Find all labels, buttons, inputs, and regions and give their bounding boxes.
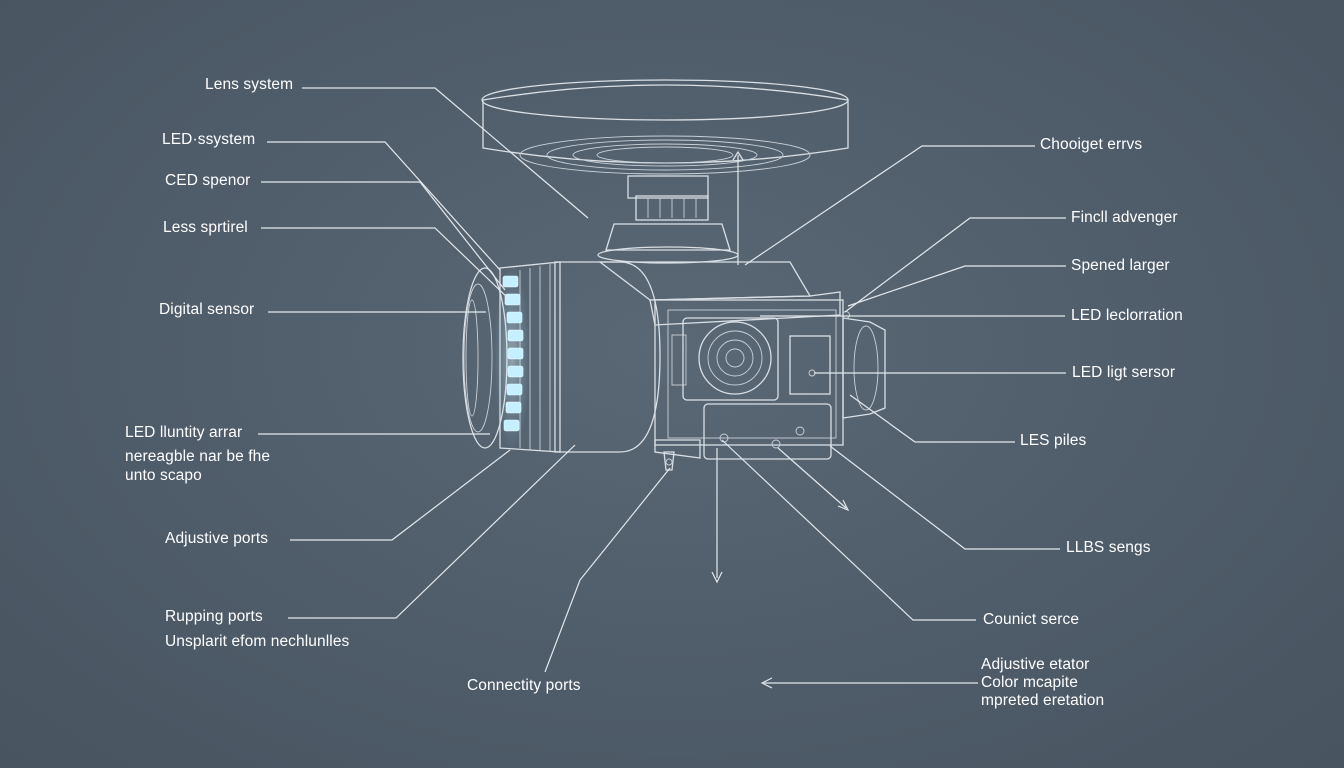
label-adjustive-etator-3: mpreted eretation (981, 692, 1105, 709)
body-lens (671, 317, 779, 401)
label-counict-serce: Counict serce (983, 611, 1080, 628)
label-ced-spenor: CED spenor (165, 172, 251, 189)
label-led-leclorration: LED leclorration (1071, 307, 1183, 324)
label-adjustive-ports: Adjustive ports (165, 530, 269, 547)
label-connectity-ports: Connectity ports (467, 677, 581, 694)
label-lens-system: Lens system (205, 76, 294, 93)
neck (597, 175, 739, 264)
center-arrows (711, 150, 978, 689)
label-les-piles: LES piles (1020, 432, 1087, 449)
label-adjustive-etator-1: Adjustive etator (981, 656, 1090, 673)
label-spened-larger: Spened larger (1071, 257, 1170, 274)
label-rupping-ports: Rupping ports (165, 608, 263, 625)
label-nereagble-line-1: nereagble nar be fhe (125, 448, 271, 465)
camera-body (598, 261, 844, 446)
bottom-panel (654, 403, 832, 471)
label-nereagble-line-2: unto scapo (125, 467, 202, 484)
leader-lines-right (721, 145, 1066, 621)
label-led-ssystem: LED·ssystem (162, 131, 256, 148)
led-array (494, 263, 530, 453)
label-unsplarit: Unsplarit efom nechlunlles (165, 633, 350, 650)
label-adjustive-etator-2: Color mcapite (981, 674, 1078, 691)
label-llbs-sengs: LLBS sengs (1066, 539, 1151, 556)
label-less-sprtirel: Less sprtirel (163, 219, 248, 236)
label-chooiget-errvs: Chooiget errvs (1040, 136, 1143, 153)
top-dome (481, 79, 849, 175)
sensor-window (789, 335, 831, 395)
label-digital-sensor: Digital sensor (159, 301, 255, 318)
leader-lines-left (258, 87, 671, 673)
lens-housing (462, 261, 661, 453)
label-led-lluntity-arrar: LED lluntity arrar (125, 424, 243, 441)
label-led-ligt-sersor: LED ligt sersor (1072, 364, 1176, 381)
label-fincll-advenger: Fincll advenger (1071, 209, 1178, 226)
right-housing (842, 311, 886, 419)
